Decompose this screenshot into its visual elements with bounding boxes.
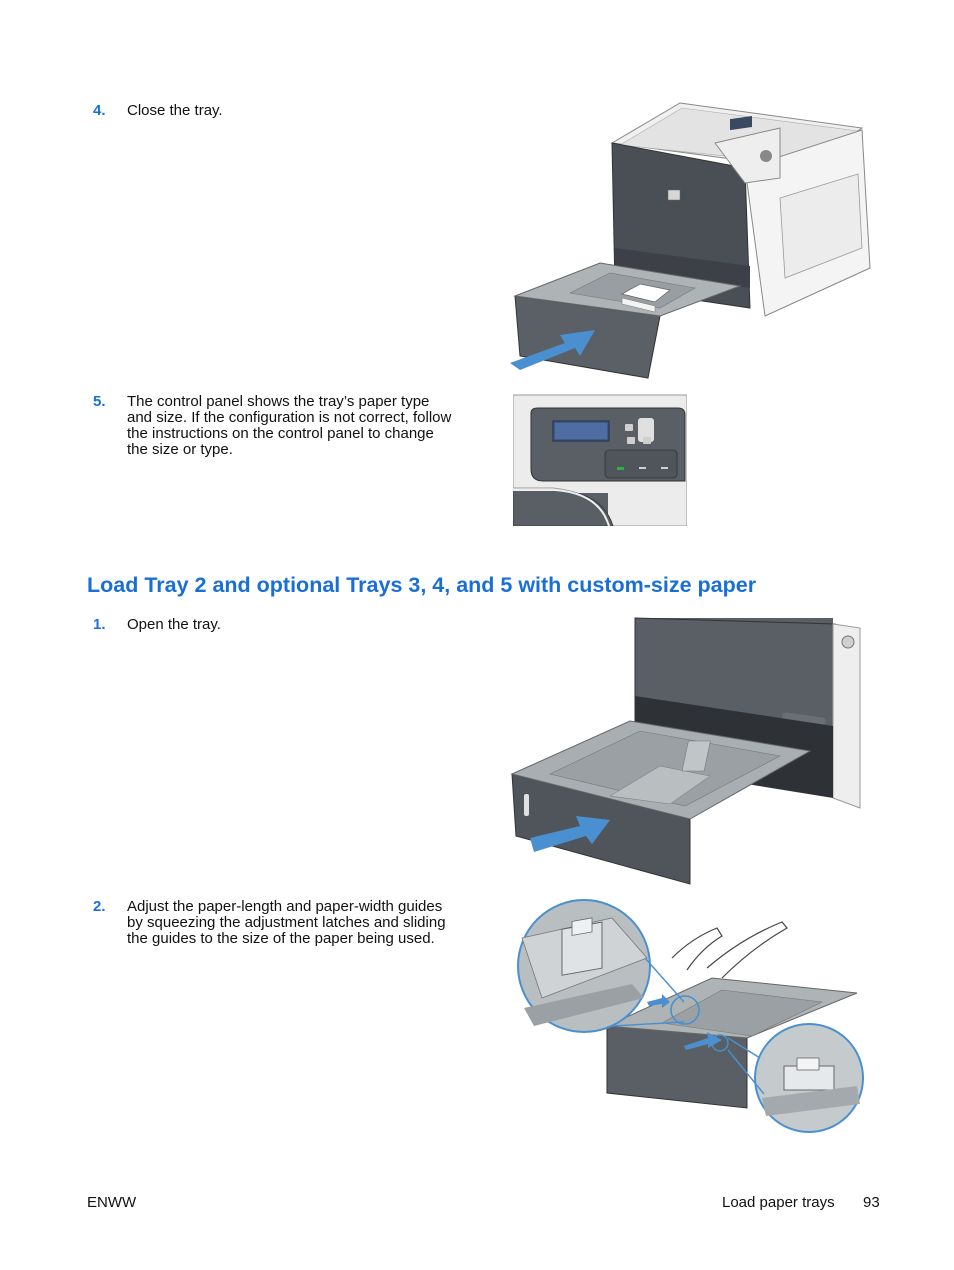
footer-left: ENWW xyxy=(87,1194,137,1211)
control-panel-illustration xyxy=(513,393,687,526)
step-number: 1. xyxy=(93,616,106,633)
adjust-guides-illustration xyxy=(517,899,864,1133)
step-2: 2. Adjust the paper-length and paper-wid… xyxy=(93,899,473,969)
page-number: 93 xyxy=(863,1194,880,1211)
step-number: 2. xyxy=(93,898,106,915)
section-heading: Load Tray 2 and optional Trays 3, 4, and… xyxy=(87,573,757,597)
step-number: 5. xyxy=(93,393,106,410)
step-number: 4. xyxy=(93,102,106,119)
step-5: 5. The control panel shows the tray’s pa… xyxy=(93,394,473,464)
tray-open-illustration xyxy=(510,617,861,885)
printer-close-tray-illustration xyxy=(510,102,871,379)
footer-section-title: Load paper trays xyxy=(722,1194,835,1211)
step-4: 4. Close the tray. xyxy=(93,103,473,123)
step-1: 1. Open the tray. xyxy=(93,617,473,637)
step-text: The control panel shows the tray’s paper… xyxy=(127,393,452,458)
step-text: Adjust the paper-length and paper-width … xyxy=(127,898,446,947)
step-text: Close the tray. xyxy=(127,102,223,119)
step-text: Open the tray. xyxy=(127,616,221,633)
